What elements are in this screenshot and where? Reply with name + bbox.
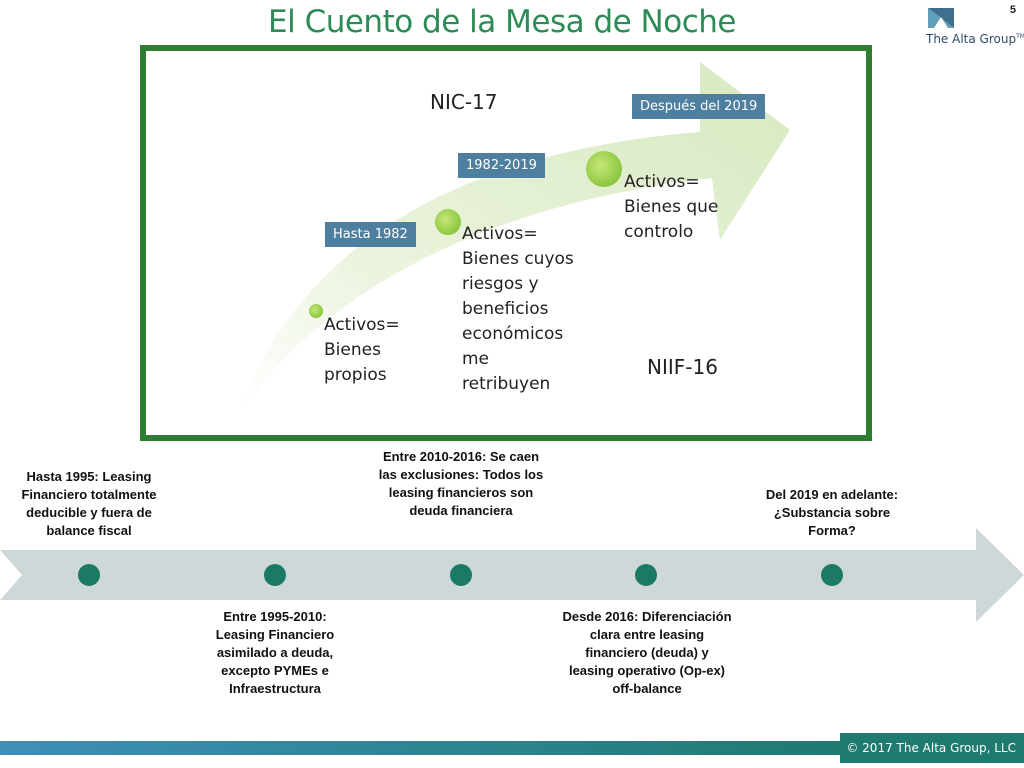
logo-text: The Alta GroupTM bbox=[926, 32, 1024, 46]
period-description-1: Activos= Bienes propios bbox=[324, 315, 400, 385]
slide-title: El Cuento de la Mesa de Noche bbox=[268, 4, 736, 40]
milestone-4: Desde 2016: Diferenciación clara entre l… bbox=[562, 609, 732, 696]
period-tag-3: Después del 2019 bbox=[632, 94, 766, 119]
period-tag-1: Hasta 1982 bbox=[325, 222, 416, 247]
nic-niif-frame bbox=[140, 45, 872, 441]
niif-16-label: NIIF-16 bbox=[647, 355, 718, 379]
period-dot-3 bbox=[586, 151, 622, 187]
copyright-footer: © 2017 The Alta Group, LLC bbox=[846, 741, 1016, 755]
alta-group-logo-icon bbox=[928, 8, 954, 28]
page-number: 5 bbox=[1009, 4, 1016, 16]
growth-arrow bbox=[240, 62, 790, 412]
period-dot-2 bbox=[435, 209, 461, 235]
timeline-arrow bbox=[0, 528, 1024, 622]
timeline-dot-2 bbox=[264, 564, 286, 586]
period-description-2: Activos= Bienes cuyos riesgos y benefici… bbox=[462, 224, 574, 394]
timeline-dot-5 bbox=[821, 564, 843, 586]
milestone-3: Entre 2010-2016: Se caen las exclusiones… bbox=[378, 449, 544, 518]
nic-17-label: NIC-17 bbox=[430, 90, 498, 114]
milestone-2: Entre 1995-2010: Leasing Financiero asim… bbox=[215, 609, 335, 696]
timeline-dot-3 bbox=[450, 564, 472, 586]
period-description-3: Activos= Bienes que controlo bbox=[624, 172, 719, 242]
footer-bar bbox=[840, 733, 1024, 763]
milestone-1: Hasta 1995: Leasing Financiero totalment… bbox=[21, 469, 157, 538]
timeline-dot-4 bbox=[635, 564, 657, 586]
logo-name: The Alta Group bbox=[926, 32, 1017, 46]
period-dot-1 bbox=[309, 304, 323, 318]
period-tag-2: 1982-2019 bbox=[458, 153, 545, 178]
timeline-dot-1 bbox=[78, 564, 100, 586]
logo-trademark: TM bbox=[1016, 33, 1024, 40]
milestone-5: Del 2019 en adelante: ¿Substancia sobre … bbox=[765, 487, 899, 538]
footer-bar-gradient bbox=[0, 741, 840, 755]
